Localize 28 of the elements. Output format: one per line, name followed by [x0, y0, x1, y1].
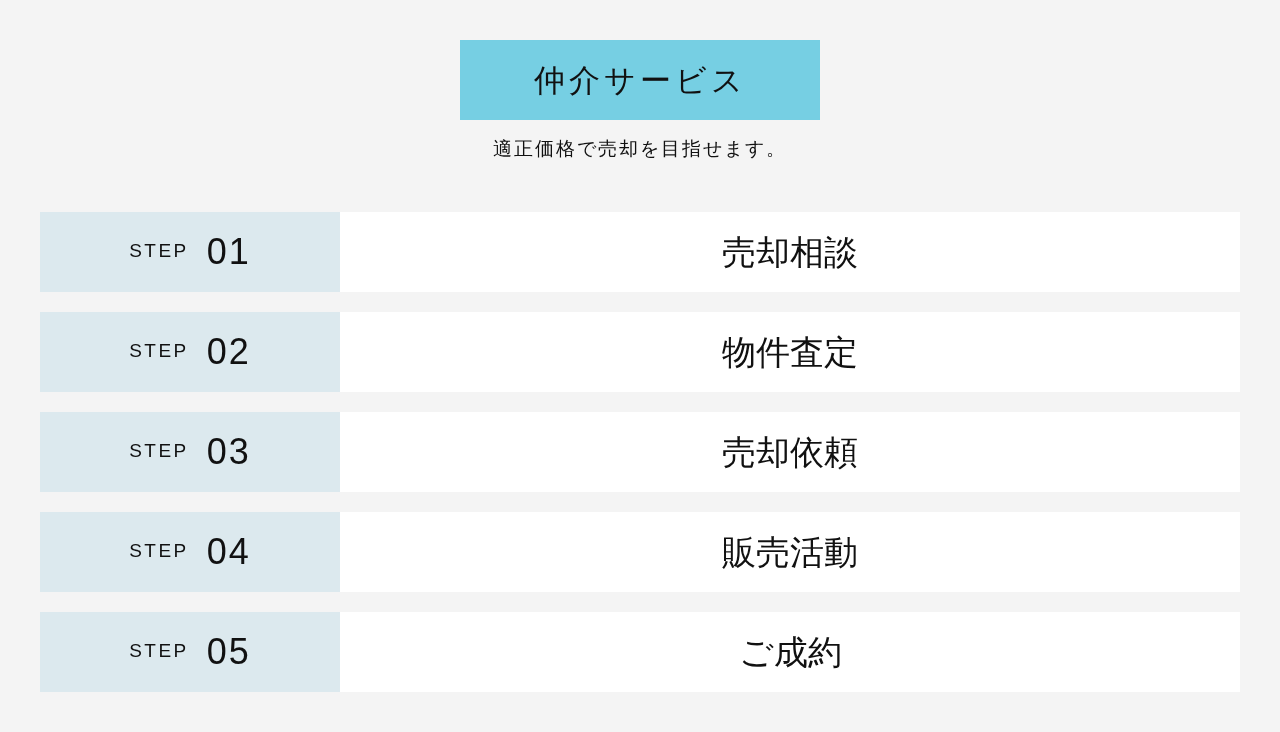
step-title: 売却相談 [722, 235, 858, 269]
step-number: 03 [206, 434, 251, 470]
step-number: 02 [206, 334, 251, 370]
step-label: STEP [129, 440, 189, 460]
subtitle: 適正価格で売却を目指せます。 [493, 139, 787, 158]
step-label: STEP [129, 540, 189, 560]
step-number-panel [40, 512, 340, 592]
step-panel [340, 412, 1240, 492]
step-label: STEP [129, 340, 189, 360]
step-number-panel [40, 412, 340, 492]
step-number: 01 [206, 234, 251, 270]
step-title: 売却依頼 [722, 435, 858, 469]
step-panel [340, 212, 1240, 292]
step-panel [340, 312, 1240, 392]
step-number: 04 [206, 534, 251, 570]
step-number-panel [40, 612, 340, 692]
heading-text: 仲介サービス [533, 64, 747, 96]
step-number-panel [40, 212, 340, 292]
step-title: 物件査定 [722, 335, 858, 369]
heading-banner [460, 40, 820, 120]
step-panel [340, 512, 1240, 592]
step-number: 05 [206, 634, 251, 670]
step-label: STEP [129, 240, 189, 260]
step-title: 販売活動 [722, 535, 858, 569]
step-panel [340, 612, 1240, 692]
step-title: ご成約 [738, 635, 842, 669]
step-number-panel [40, 312, 340, 392]
step-label: STEP [129, 640, 189, 660]
